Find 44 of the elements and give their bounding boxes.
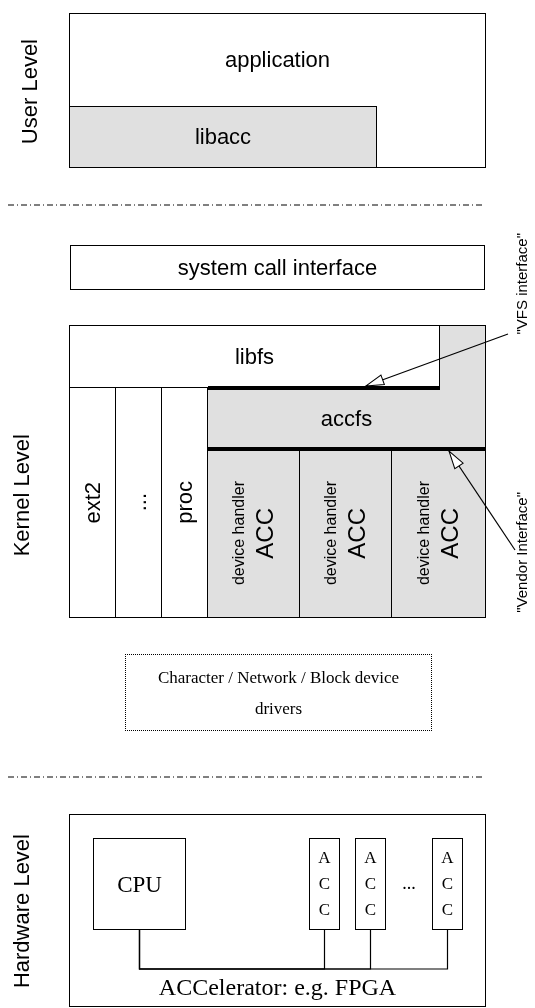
level-label: User Level <box>19 39 41 145</box>
interface-bar <box>208 447 485 451</box>
box-label: ACC <box>344 507 369 559</box>
accelerator-box <box>432 838 463 930</box>
box-label: ACC <box>252 507 277 559</box>
box-label: device handler <box>322 480 339 586</box>
box-label: ACC <box>440 847 455 921</box>
box-label: CPU <box>117 872 162 896</box>
box-label: ... <box>127 493 150 512</box>
box-label: ACCelerator: e.g. FPGA <box>158 975 397 999</box>
interface-text: "VFS interface" <box>513 233 529 335</box>
bus-line <box>138 929 449 970</box>
box-label: ACC <box>437 507 462 559</box>
handler-column <box>392 449 485 617</box>
interface-text: "Vendor Interface" <box>513 491 529 613</box>
box-label: ACC <box>363 847 378 921</box>
ellipsis-label: ... <box>402 874 416 892</box>
box-label: ACC <box>317 847 332 921</box>
level-label: Kernel Level <box>11 433 33 557</box>
kernel-box <box>70 326 485 617</box>
accelerator-box <box>309 838 340 930</box>
level-label: Hardware Level <box>11 833 33 989</box>
leader-line <box>365 333 509 387</box>
box-label: accfs <box>320 407 373 430</box>
box-label: Character / Network / Block device drivers <box>156 666 401 720</box>
library-box <box>70 326 440 388</box>
box-label: libfs <box>234 345 275 368</box>
accelerator-box <box>355 838 386 930</box>
library-box <box>70 106 377 167</box>
box-label: device handler <box>230 480 247 586</box>
processor-box <box>93 838 186 930</box>
handler-column <box>300 449 392 617</box>
box-label: application <box>224 49 331 71</box>
box-label: libacc <box>194 126 252 148</box>
driver-box <box>125 654 432 731</box>
interface-box <box>70 245 485 290</box>
box-label: proc <box>173 481 196 524</box>
box-label: system call interface <box>177 256 378 279</box>
interface-bar <box>208 386 440 390</box>
box-label: device handler <box>415 480 432 586</box>
leader-line <box>448 450 516 551</box>
box-label: ext2 <box>81 481 104 524</box>
filesystem-box <box>208 388 485 449</box>
handler-column <box>208 449 300 617</box>
